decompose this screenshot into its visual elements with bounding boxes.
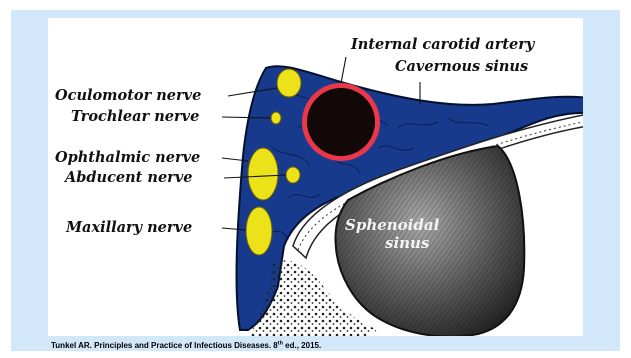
anatomy-figure: Internal carotid artery Cavernous sinus …: [48, 18, 583, 336]
label-cavernous-sinus: Cavernous sinus: [395, 60, 528, 75]
oculomotor-nerve-shape: [277, 69, 301, 97]
maxillary-nerve-shape: [246, 207, 272, 255]
abducent-nerve-shape: [286, 167, 300, 183]
label-sinus: sinus: [385, 236, 429, 251]
label-oculomotor-nerve: Oculomotor nerve: [55, 89, 201, 104]
citation-text-end: ed., 2015.: [283, 341, 321, 350]
label-sphenoidal: Sphenoidal: [345, 218, 439, 233]
label-maxillary-nerve: Maxillary nerve: [66, 221, 192, 236]
artery-lumen: [307, 88, 375, 156]
label-abducent-nerve: Abducent nerve: [65, 171, 192, 186]
label-trochlear-nerve: Trochlear nerve: [71, 110, 199, 125]
ophthalmic-nerve-shape: [248, 148, 278, 200]
trochlear-nerve-shape: [271, 112, 281, 124]
label-internal-carotid-artery: Internal carotid artery: [351, 38, 534, 53]
citation-text: Tunkel AR. Principles and Practice of In…: [51, 341, 278, 350]
citation: Tunkel AR. Principles and Practice of In…: [51, 342, 321, 350]
label-ophthalmic-nerve: Ophthalmic nerve: [55, 151, 200, 166]
